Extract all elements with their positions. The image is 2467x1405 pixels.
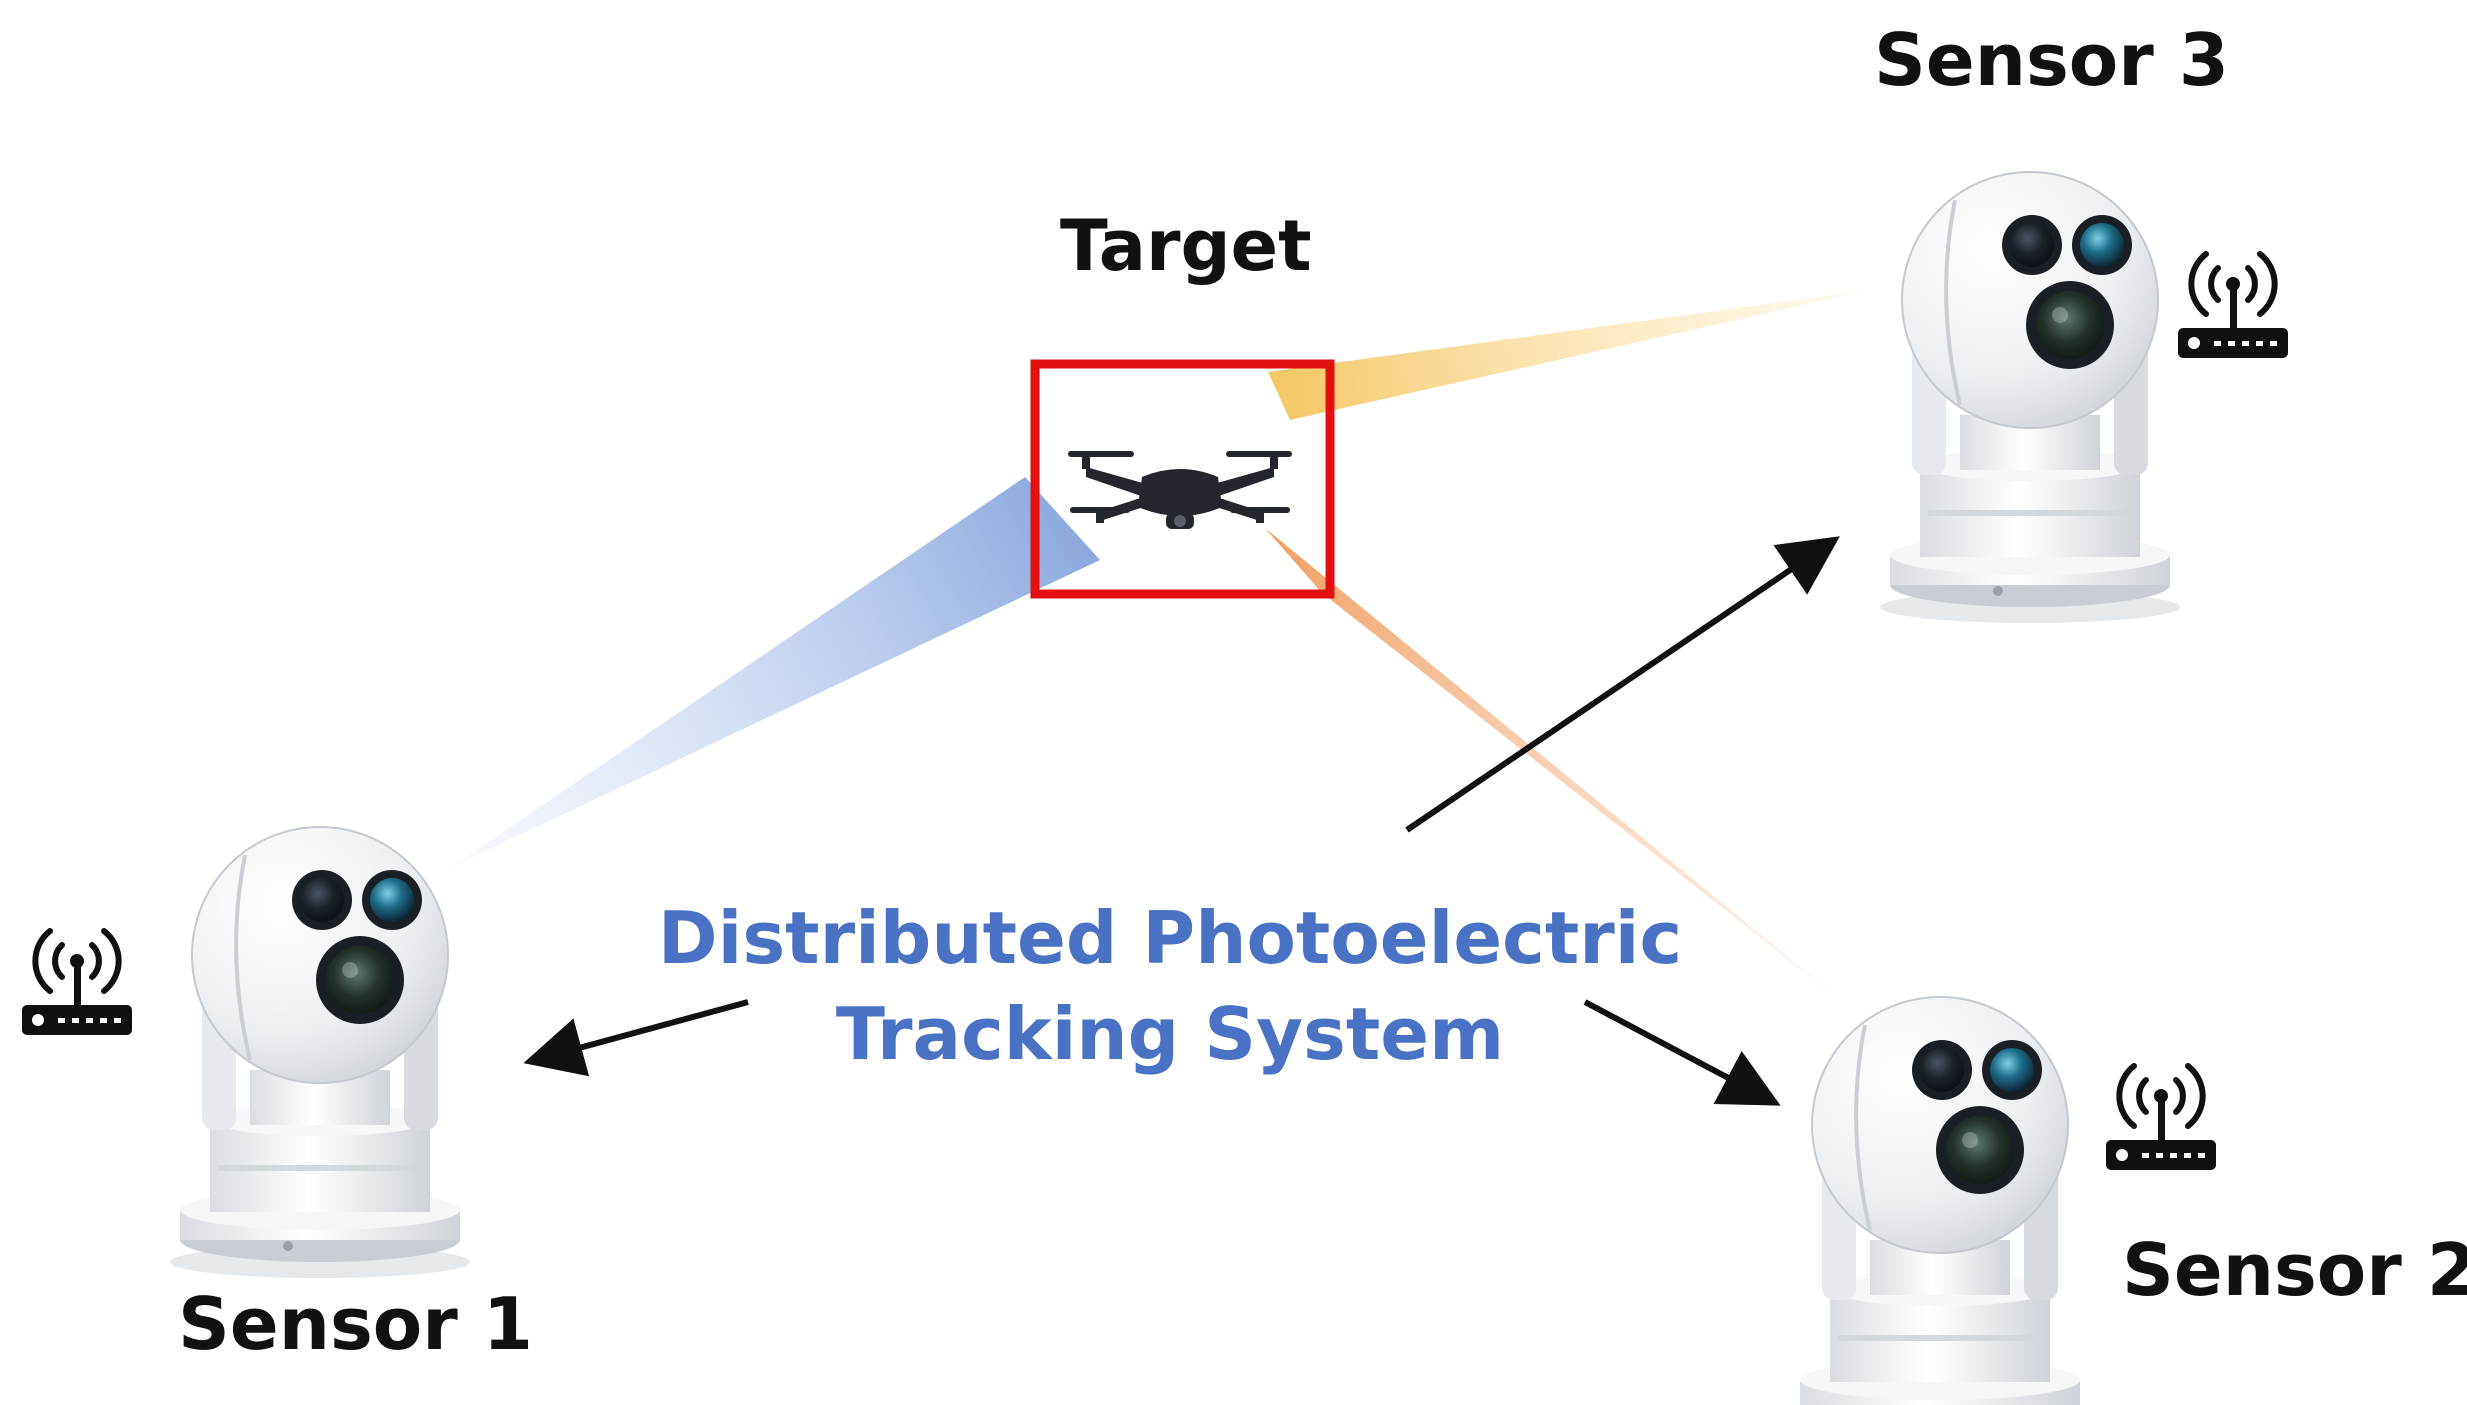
target-label: Target bbox=[1060, 205, 1312, 287]
sensor2-label: Sensor 2 bbox=[2122, 1228, 2467, 1312]
ptz-camera-icon-sensor3 bbox=[1880, 172, 2180, 623]
sensor1-label: Sensor 1 bbox=[178, 1282, 533, 1366]
ptz-camera-icon-sensor1 bbox=[170, 827, 470, 1278]
system-title-line1: Distributed Photoelectric bbox=[640, 890, 1700, 986]
wireless-router-icon-sensor2 bbox=[2106, 1066, 2216, 1170]
beam-sensor3 bbox=[1268, 290, 1870, 420]
arrow-to-sensor3 bbox=[1407, 543, 1830, 830]
system-title-line2: Tracking System bbox=[640, 986, 1700, 1082]
ptz-camera-icon-sensor2 bbox=[1790, 997, 2090, 1405]
system-title: Distributed Photoelectric Tracking Syste… bbox=[640, 890, 1700, 1082]
drone-icon bbox=[1068, 451, 1292, 529]
sensor3-label: Sensor 3 bbox=[1874, 18, 2229, 102]
wireless-router-icon-sensor1 bbox=[22, 931, 132, 1035]
wireless-router-icon-sensor3 bbox=[2178, 254, 2288, 358]
beam-sensor1 bbox=[450, 477, 1100, 868]
